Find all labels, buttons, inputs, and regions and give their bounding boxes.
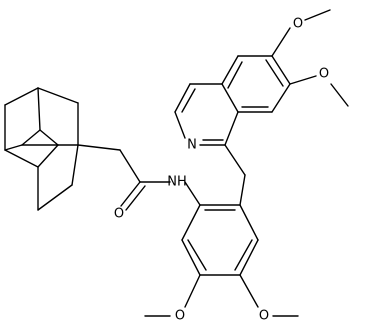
atom-labels: O O N NH O O O	[114, 17, 329, 324]
dimethoxyphenyl-ring	[144, 181, 299, 317]
carbonyl-oxygen: O	[114, 207, 124, 222]
methoxy-oxygen-bottom-right: O	[259, 309, 269, 324]
adamantane-cage	[4, 87, 79, 211]
methoxy-oxygen-bottom-left: O	[175, 309, 185, 324]
isoquinoline-ring	[174, 9, 349, 146]
methylene-bridge	[224, 144, 246, 206]
amide-nh: NH	[167, 175, 187, 190]
isoquinoline-nitrogen: N	[187, 138, 197, 153]
methoxy-oxygen-right: O	[319, 67, 329, 82]
methoxy-oxygen-top: O	[293, 17, 303, 32]
acetamide-linker	[77, 144, 171, 211]
